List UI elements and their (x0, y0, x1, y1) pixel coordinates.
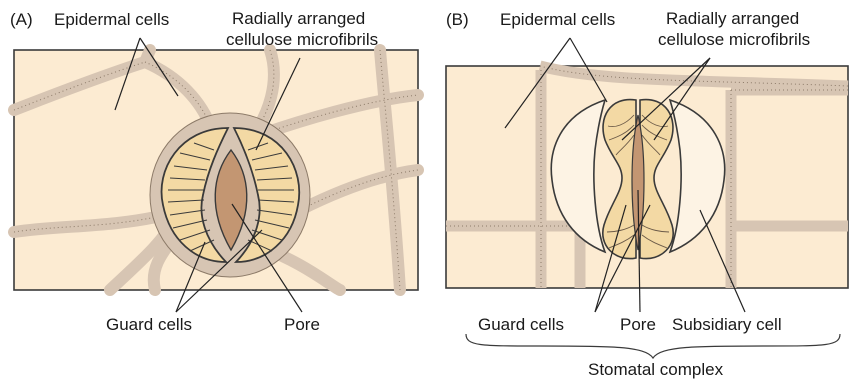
panel-b: (B) Epidermal cells Radially arranged ce… (446, 9, 848, 379)
panel-a-label-guard-cells: Guard cells (106, 315, 192, 334)
panel-b-label-epidermal-cells: Epidermal cells (500, 10, 615, 29)
panel-b-label-guard-cells: Guard cells (478, 315, 564, 334)
panel-a-label-microfibrils-line2: cellulose microfibrils (226, 30, 378, 49)
panel-b-letter: (B) (446, 10, 469, 29)
panel-a-letter: (A) (10, 10, 33, 29)
panel-b-label-pore: Pore (620, 315, 656, 334)
panel-a-label-epidermal-cells: Epidermal cells (54, 10, 169, 29)
panel-a-label-pore: Pore (284, 315, 320, 334)
panel-b-label-stomatal-complex: Stomatal complex (588, 360, 724, 379)
panel-b-stomatal-complex-brace (466, 334, 840, 358)
panel-a: (A) Epidermal cells Radially arranged ce… (10, 9, 418, 334)
panel-b-label-microfibrils-line1: Radially arranged (666, 9, 799, 28)
panel-b-label-subsidiary-cell: Subsidiary cell (672, 315, 782, 334)
panel-a-label-microfibrils-line1: Radially arranged (232, 9, 365, 28)
panel-b-label-microfibrils-line2: cellulose microfibrils (658, 30, 810, 49)
